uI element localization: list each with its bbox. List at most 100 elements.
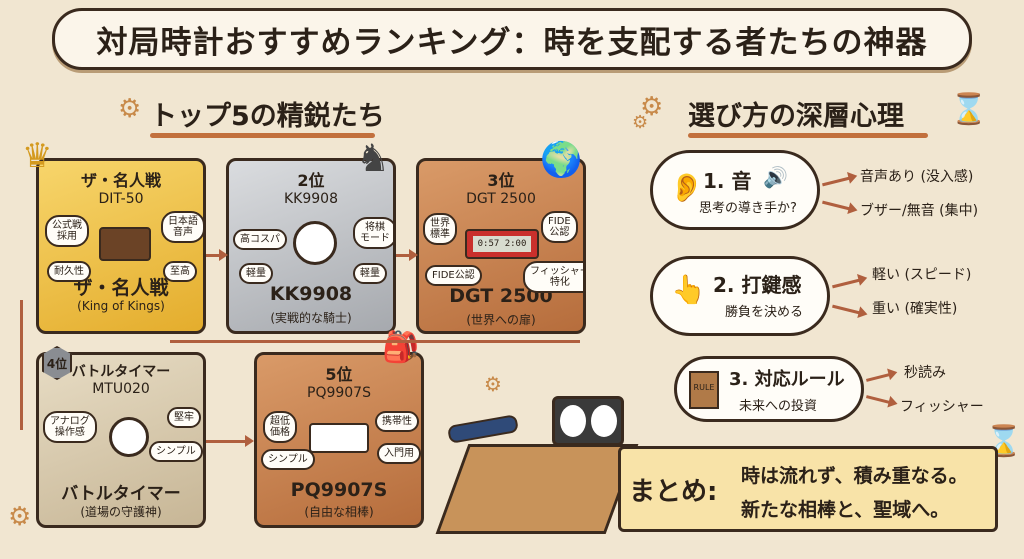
clock-icon <box>99 227 151 261</box>
tag-bubble: 日本語音声 <box>161 211 203 243</box>
card-rank-5: 5位 PQ9907S PQ9907S (自由な相棒) 超低価格 携帯性 シンプル… <box>254 352 424 528</box>
criteria-sub: 思考の導き手か? <box>699 201 797 216</box>
card-name: ザ・名人戦 <box>73 277 169 299</box>
criteria-option: ブザー/無音 (集中) <box>860 203 979 219</box>
card-name: PQ9907S <box>290 479 388 501</box>
right-section-header: 選び方の深層心理 <box>688 94 928 138</box>
criteria-title: 3. 対応ルール <box>729 369 845 390</box>
tag-bubble: アナログ操作感 <box>43 411 97 443</box>
flow-line <box>20 300 23 430</box>
divider <box>150 133 375 138</box>
summary-banner: まとめ: 時は流れず、積み重なる。 新たな相棒と、聖域へ。 <box>618 446 998 532</box>
tag-bubble: 軽量 <box>353 263 387 284</box>
clock-face <box>591 405 617 437</box>
tag-bubble: シンプル <box>149 441 203 462</box>
flow-arrow <box>396 249 418 261</box>
rule-book-label: RULE <box>693 383 715 392</box>
title-banner: 対局時計おすすめランキング：時を支配する者たちの神器 <box>52 8 972 70</box>
criteria-option: フィッシャー <box>900 399 984 415</box>
gear-icon: ⚙ <box>118 94 142 124</box>
flow-arrow <box>206 435 254 447</box>
hand-pointer-icon: 👆 <box>671 273 706 306</box>
criteria-option: 軽い (スピード) <box>872 267 972 283</box>
tag-bubble: シンプル <box>261 449 315 470</box>
criteria-sub: 未来への投資 <box>739 399 818 414</box>
card-rank-1: ザ・名人戦 DIT-50 ザ・名人戦 (King of Kings) 公式戦採用… <box>36 158 206 334</box>
ear-icon: 👂 <box>669 171 704 204</box>
criteria-option: 秒読み <box>904 365 946 381</box>
tag-bubble: 堅牢 <box>167 407 201 428</box>
clock-icon <box>309 423 369 453</box>
card-model: KK9908 <box>284 191 338 207</box>
card-subtitle: (自由な相棒) <box>304 505 374 519</box>
card-model: PQ9907S <box>307 385 371 401</box>
tag-bubble: FIDE公認 <box>425 265 482 286</box>
card-name: DGT 2500 <box>449 285 553 307</box>
summary-line-2: 新たな相棒と、聖域へ。 <box>741 499 950 521</box>
right-section-title: 選び方の深層心理 <box>688 101 904 132</box>
crown-icon: ♛ <box>22 136 53 176</box>
flow-arrow <box>832 278 860 289</box>
card-name: KK9908 <box>269 283 353 305</box>
card-model: DIT-50 <box>98 191 144 207</box>
tag-bubble: 携帯性 <box>375 411 419 432</box>
chess-clock-illustration <box>552 396 624 446</box>
left-section-title: トップ5の精鋭たち <box>150 101 385 132</box>
card-model: MTU020 <box>92 381 150 397</box>
criteria-keystroke: 👆 2. 打鍵感 勝負を決める <box>650 256 830 336</box>
speaker-icon: 🔊 <box>763 165 788 189</box>
card-rank: 4位 <box>46 356 68 371</box>
card-subtitle: (King of Kings) <box>77 299 165 313</box>
tag-bubble: 軽量 <box>239 263 273 284</box>
flow-arrow <box>822 176 850 187</box>
card-name-top: ザ・名人戦 <box>80 171 161 190</box>
alarm-clock-icon <box>109 417 149 457</box>
flow-line <box>170 340 580 343</box>
summary-label: まとめ: <box>629 477 718 507</box>
divider <box>688 133 928 138</box>
clock-face <box>560 405 586 437</box>
criteria-sub: 勝負を決める <box>725 305 804 320</box>
card-model: DGT 2500 <box>466 191 536 207</box>
criteria-rules: RULE 3. 対応ルール 未来への投資 <box>674 356 864 422</box>
backpack-icon: 🎒 <box>382 330 420 365</box>
card-name-top: バトルタイマー <box>71 364 171 380</box>
tag-bubble: フィッシャー特化 <box>523 261 583 293</box>
tag-bubble: 世界標準 <box>423 213 457 245</box>
hand-illustration <box>446 414 520 444</box>
tag-bubble: 超低価格 <box>263 411 297 443</box>
knight-icon: ♞ <box>356 136 391 180</box>
criteria-title: 1. 音 <box>703 169 752 193</box>
alarm-clock-icon <box>293 221 337 265</box>
tag-bubble: 至高 <box>163 261 197 282</box>
clock-display: 0:57 2:00 <box>473 236 531 252</box>
tag-bubble: 入門用 <box>377 443 421 464</box>
card-subtitle: (道場の守護神) <box>80 505 162 519</box>
card-rank: 5位 <box>325 365 353 384</box>
gear-icon: ⚙ <box>484 372 502 396</box>
summary-line-1: 時は流れず、積み重なる。 <box>741 465 968 487</box>
criteria-option: 音声あり (没入感) <box>860 169 974 185</box>
shogi-board-illustration <box>435 444 639 534</box>
card-name: バトルタイマー <box>61 484 181 504</box>
criteria-sound: 👂 1. 音 🔊 思考の導き手か? <box>650 150 820 230</box>
card-rank-4: バトルタイマー MTU020 バトルタイマー (道場の守護神) アナログ操作感 … <box>36 352 206 528</box>
tag-bubble: 公式戦採用 <box>45 215 89 247</box>
card-subtitle: (実戦的な騎士) <box>270 311 352 325</box>
card-subtitle: (世界への扉) <box>466 313 536 327</box>
rule-book-icon: RULE <box>689 371 719 409</box>
flow-arrow <box>206 249 228 261</box>
card-rank-2: 2位 KK9908 KK9908 (実戦的な騎士) 高コスパ 将棋モード 軽量 … <box>226 158 396 334</box>
tag-bubble: 将棋モード <box>353 217 393 249</box>
card-rank: 3位 <box>487 171 515 190</box>
globe-icon: 🌍 <box>540 140 583 180</box>
tag-bubble: 耐久性 <box>47 261 91 282</box>
flow-arrow <box>865 373 891 382</box>
flow-arrow <box>865 395 891 404</box>
left-section-header: トップ5の精鋭たち <box>150 94 385 138</box>
page-title: 対局時計おすすめランキング：時を支配する者たちの神器 <box>96 24 928 61</box>
gear-icon: ⚙ <box>8 502 32 532</box>
hourglass-icon: ⌛ <box>950 92 988 127</box>
gear-icon: ⚙ <box>640 92 664 122</box>
